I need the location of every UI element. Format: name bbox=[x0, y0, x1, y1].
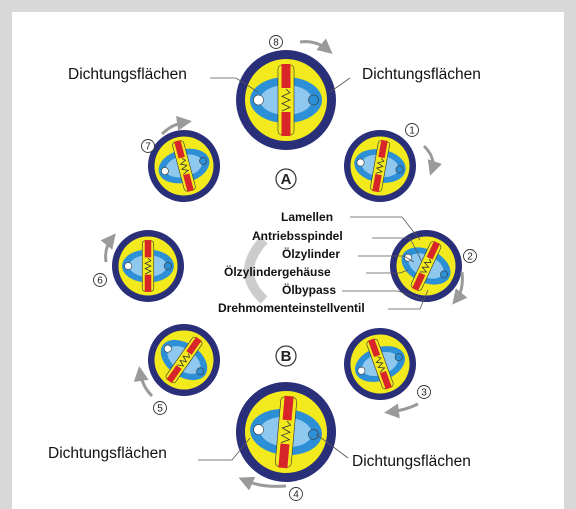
rotation-arrow-1 bbox=[424, 146, 433, 170]
pulse-unit-unit-3 bbox=[334, 318, 426, 410]
part-label-oelbypass: Ölbypass bbox=[282, 282, 336, 297]
step-number-7: 7 bbox=[145, 142, 151, 153]
step-number-1: 1 bbox=[409, 126, 415, 137]
part-label-drehmomenteinstellventil: Drehmomenteinstellventil bbox=[218, 301, 365, 315]
step-number-4: 4 bbox=[293, 490, 299, 501]
rotation-arrow-8 bbox=[300, 42, 328, 50]
part-label-lamellen: Lamellen bbox=[281, 210, 333, 224]
pulse-unit-unit-6 bbox=[112, 230, 184, 302]
step-number-3: 3 bbox=[421, 388, 427, 399]
step-number-5: 5 bbox=[157, 404, 163, 415]
part-label-oelzylinder: Ölzylinder bbox=[282, 246, 340, 261]
rotation-arrow-5 bbox=[140, 372, 152, 396]
part-label-antriebsspindel: Antriebsspindel bbox=[252, 229, 343, 243]
label-bottom-right: Dichtungsflächen bbox=[352, 453, 471, 470]
label-top-right: Dichtungsflächen bbox=[362, 66, 481, 83]
pulse-unit-unit-5 bbox=[134, 310, 234, 410]
part-label-oelzylindergehaeuse: Ölzylindergehäuse bbox=[224, 264, 331, 279]
label-bottom-left: Dichtungsflächen bbox=[48, 445, 167, 462]
step-number-6: 6 bbox=[97, 276, 103, 287]
pulse-unit-unit-2 bbox=[378, 218, 474, 314]
rotation-arrow-6 bbox=[106, 238, 112, 262]
pulse-unit-unit-4 bbox=[232, 378, 340, 486]
label-top-left: Dichtungsflächen bbox=[68, 66, 187, 83]
step-number-8: 8 bbox=[273, 38, 279, 49]
pulse-unit-unit-7 bbox=[140, 122, 228, 210]
marker-b: B bbox=[281, 348, 292, 365]
pulse-unit-unit-1 bbox=[338, 124, 421, 207]
marker-a: A bbox=[281, 171, 292, 188]
rotation-arrow-3 bbox=[390, 404, 418, 412]
pulse-unit-unit-8 bbox=[236, 50, 336, 150]
step-number-2: 2 bbox=[467, 252, 473, 263]
